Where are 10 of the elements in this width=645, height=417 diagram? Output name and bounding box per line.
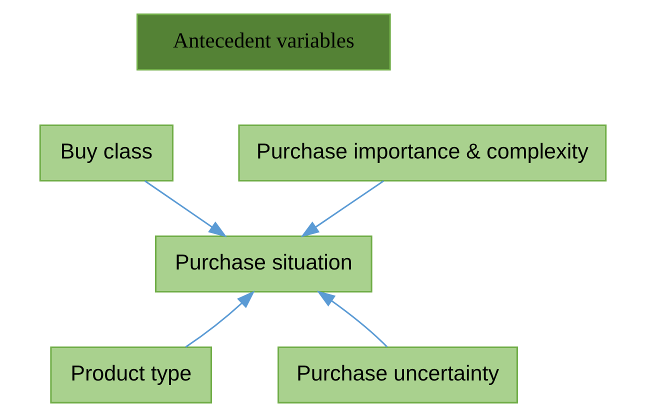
arrow	[316, 290, 388, 348]
arrow	[300, 180, 384, 238]
node-box: Antecedent variables	[136, 14, 390, 71]
node-box: Purchase situation	[154, 235, 372, 292]
node-box: Buy class	[38, 124, 173, 182]
node-box: Product type	[50, 346, 212, 404]
arrow	[144, 180, 226, 238]
node-box: Purchase importance & complexity	[238, 124, 606, 182]
node-box: Purchase uncertainty	[277, 346, 518, 404]
arrow	[184, 290, 254, 348]
